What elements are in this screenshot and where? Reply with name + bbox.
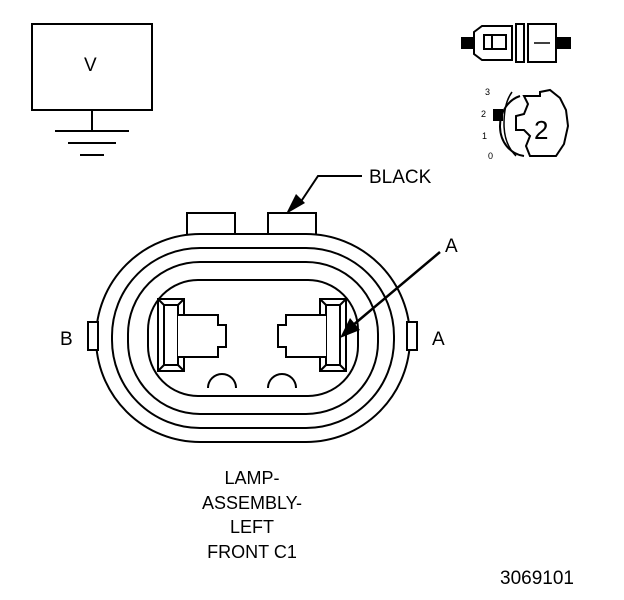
voltmeter-label: V <box>84 55 97 76</box>
voltmeter-symbol <box>31 23 153 156</box>
terminal-cavity-a <box>277 298 347 372</box>
connector-face <box>87 212 418 443</box>
position-number-0: 0 <box>488 151 494 161</box>
position-dial-icon <box>493 88 570 157</box>
terminal-a-pointer <box>340 251 441 338</box>
terminal-cavity-b <box>157 298 227 372</box>
selected-position-label: 2 <box>534 115 549 145</box>
position-number-1: 1 <box>482 131 488 141</box>
terminal-b-label: B <box>60 329 73 350</box>
wire-color-label: BLACK <box>369 167 432 188</box>
keying-bump-right <box>267 373 297 389</box>
connector-caption: LAMP- ASSEMBLY- LEFT FRONT C1 <box>150 466 354 564</box>
caption-line-3: LEFT <box>229 517 274 537</box>
keying-bump-left <box>207 373 237 389</box>
figure-id: 3069101 <box>500 568 574 589</box>
top-latch-right <box>267 212 317 236</box>
caption-line-1: LAMP- <box>224 468 280 488</box>
terminal-a-label: A <box>432 329 445 350</box>
caption-line-2: ASSEMBLY- <box>201 492 303 513</box>
caption-line-4: FRONT C1 <box>207 541 297 562</box>
black-wire-pointer <box>286 175 362 214</box>
terminal-pointer-label: A <box>445 236 458 257</box>
top-latch-left <box>186 212 236 236</box>
position-number-3: 3 <box>485 87 491 97</box>
position-number-2: 2 <box>481 109 487 119</box>
side-tab-right <box>406 321 418 351</box>
side-tab-left <box>87 321 99 351</box>
connector-side-view-icon <box>461 23 571 63</box>
connector-outer-shell <box>95 233 411 443</box>
